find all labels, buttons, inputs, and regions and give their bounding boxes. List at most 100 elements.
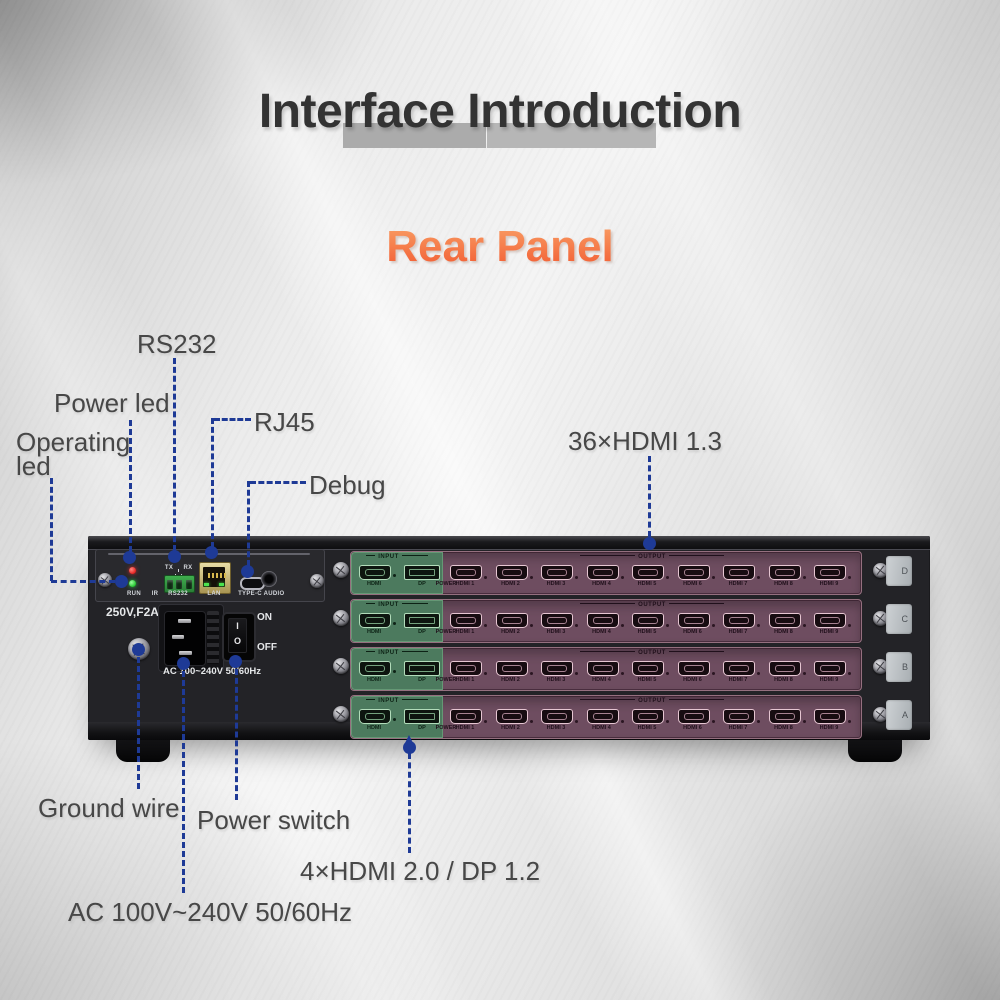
output-hdmi-port (768, 613, 801, 628)
callout-label-output-hdmi: 36×HDMI 1.3 (568, 426, 722, 456)
output-hdmi-port-label: HDMI 7 (728, 725, 748, 731)
output-hdmi-port-label: HDMI 8 (774, 677, 793, 683)
device-chassis: RUN IR TX RX RS232 LAN TYPE-C AUDIO 250V… (88, 536, 930, 740)
output-hdmi-port-label: HDMI 9 (819, 581, 839, 587)
card-screw-left (333, 610, 349, 626)
output-hdmi-port-label: HDMI 5 (637, 581, 657, 587)
output-hdmi-port (541, 565, 573, 580)
output-port-led (484, 672, 487, 675)
slot-tab-c: C (886, 604, 912, 634)
output-port-led (757, 720, 760, 723)
output-hdmi-port-label: HDMI 7 (728, 629, 748, 635)
output-hdmi-port (632, 613, 664, 628)
output-hdmi-port (586, 613, 619, 628)
input-header: INPUT (351, 554, 443, 560)
output-hdmi-port-label: HDMI 4 (592, 725, 611, 731)
output-port-led (484, 624, 487, 627)
output-port-led (620, 720, 624, 723)
output-port-led (848, 720, 851, 723)
output-hdmi-port-label: HDMI 2 (501, 581, 520, 587)
input-hdmi-port (359, 565, 391, 580)
output-hdmi-port (677, 565, 710, 580)
output-port-led (757, 624, 760, 627)
output-hdmi-port (632, 565, 664, 580)
output-hdmi-port-label: HDMI 9 (819, 725, 839, 731)
output-hdmi-port (814, 661, 846, 676)
output-port-led (666, 672, 669, 675)
output-hdmi-port (450, 709, 482, 724)
output-header: OUTPUT (443, 698, 861, 704)
operating-led-leader-hline (51, 580, 115, 583)
output-hdmi-port-label: HDMI 3 (546, 677, 566, 683)
operating-led-leader-vline (50, 478, 53, 581)
output-port-led (575, 720, 578, 723)
card-screw-left (333, 562, 349, 578)
slot-tab-b: B (886, 652, 912, 682)
input-dp-port (404, 661, 440, 676)
output-hdmi-port-label: HDMI 6 (683, 677, 702, 683)
output-hdmi-port-label: HDMI 5 (637, 629, 657, 635)
output-hdmi-port (723, 613, 755, 628)
output-hdmi-port-label: HDMI 6 (683, 581, 702, 587)
output-hdmi-port (541, 709, 573, 724)
input-dp-port (404, 709, 440, 724)
output-hdmi-dot (643, 537, 656, 550)
output-hdmi-port-label: HDMI 5 (637, 725, 657, 731)
debug-dot (241, 565, 254, 578)
output-header: OUTPUT (443, 602, 861, 608)
output-hdmi-port (541, 661, 573, 676)
slot-tab-a: A (886, 700, 912, 730)
output-hdmi-port (586, 709, 619, 724)
output-port-led (848, 576, 851, 579)
output-port-led (575, 672, 578, 675)
input-led (393, 622, 396, 625)
output-port-led (575, 576, 578, 579)
output-hdmi-port (677, 709, 710, 724)
rj45-dot (205, 546, 218, 559)
output-hdmi-port (450, 661, 482, 676)
input-hdmi-port (359, 709, 391, 724)
output-hdmi-port-label: HDMI 8 (774, 581, 793, 587)
output-port-led (711, 624, 715, 627)
output-hdmi-port (723, 661, 755, 676)
rj45-leader-hline (214, 418, 251, 421)
output-port-led (620, 672, 624, 675)
output-hdmi-port-label: HDMI 9 (819, 629, 839, 635)
output-hdmi-leader-line (648, 456, 651, 537)
output-hdmi-port (450, 613, 482, 628)
output-hdmi-port-label: HDMI 7 (728, 677, 748, 683)
output-hdmi-port (541, 613, 573, 628)
output-hdmi-port (450, 565, 482, 580)
output-port-led (711, 720, 715, 723)
output-hdmi-port-label: HDMI 3 (546, 581, 566, 587)
output-hdmi-port (677, 613, 710, 628)
output-port-led (666, 720, 669, 723)
slot-tab-d: D (886, 556, 912, 586)
output-hdmi-port (632, 709, 664, 724)
output-hdmi-port-label: HDMI 4 (592, 581, 611, 587)
input-hdmi-leader-line (408, 753, 411, 853)
input-header: INPUT (351, 602, 443, 608)
page-title: Interface Introduction (258, 85, 742, 138)
output-hdmi-port-label: HDMI 3 (546, 725, 566, 731)
output-port-led (802, 576, 806, 579)
input-hdmi-dot (403, 735, 416, 754)
input-hdmi-port-label: HDMI (366, 725, 382, 731)
output-port-led (575, 624, 578, 627)
output-hdmi-port (814, 565, 846, 580)
output-port-led (620, 624, 624, 627)
output-port-led (620, 576, 624, 579)
callout-label-debug: Debug (309, 470, 386, 500)
ac-power-leader-line (182, 671, 185, 893)
debug-leader-vline (247, 481, 250, 566)
card-screw-left (333, 658, 349, 674)
output-hdmi-port-label: HDMI 8 (774, 629, 793, 635)
